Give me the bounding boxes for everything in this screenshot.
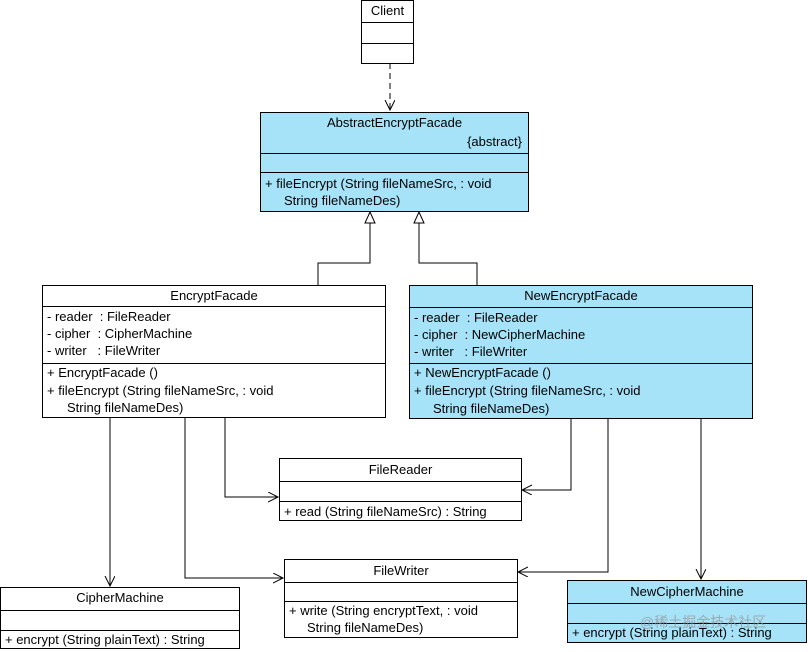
attribute-writer: - writer : FileWriter: [47, 343, 161, 358]
file-writer-class-box: FileWriter + write (String encryptText, …: [284, 559, 518, 638]
client-class-name: Client: [370, 3, 405, 18]
attribute-writer: - writer : FileWriter: [414, 344, 528, 359]
attribute-cipher: - cipher : NewCipherMachine: [414, 327, 586, 342]
encrypt-facade-generalization-line: [317, 223, 371, 286]
cipher-machine-class-box: CipherMachine + encrypt (String plainTex…: [0, 587, 240, 649]
operation-write-line2: String fileNameDes): [307, 620, 424, 635]
operation-file-encrypt-line1: + fileEncrypt (String fileNameSrc, : voi…: [47, 383, 274, 398]
cipher-machine-attributes-section: [1, 610, 239, 630]
new-encrypt-facade-generalization-line: [418, 223, 478, 286]
operation-file-encrypt-line1: + fileEncrypt (String fileNameSrc, : voi…: [414, 383, 641, 398]
abstract-encrypt-facade-operations-section: + fileEncrypt (String fileNameSrc, : voi…: [261, 172, 528, 212]
cipher-machine-class-name: CipherMachine: [76, 590, 164, 605]
new-encrypt-facade-class-name: NewEncryptFacade: [524, 288, 638, 303]
abstract-encrypt-facade-class-name: AbstractEncryptFacade: [326, 115, 463, 130]
operation-encrypt: + encrypt (String plainText) : String: [5, 632, 205, 647]
operation-file-encrypt-line2: String fileNameDes): [433, 401, 550, 416]
abstract-encrypt-facade-attributes-section: [261, 153, 528, 172]
watermark-text: @稀土掘金技术社区: [640, 614, 767, 630]
encrypt-facade-class-name: EncryptFacade: [170, 288, 258, 303]
attribute-cipher: - cipher : CipherMachine: [47, 326, 193, 341]
encrypt-facade-to-filereader-line: [224, 418, 278, 497]
file-reader-operations-section: + read (String fileNameSrc) : String: [280, 501, 521, 521]
client-class-box: Client: [361, 0, 414, 64]
operation-read: + read (String fileNameSrc) : String: [284, 504, 487, 519]
new-cipher-machine-operations-section: + encrypt (String plainText) : String: [568, 623, 806, 643]
file-writer-class-name: FileWriter: [373, 563, 429, 578]
operation-file-encrypt-line1: + fileEncrypt (String fileNameSrc, : voi…: [265, 176, 492, 191]
new-encrypt-facade-class-box: NewEncryptFacade - reader : FileReader -…: [409, 285, 753, 419]
file-writer-attributes-section: [285, 582, 517, 601]
new-encrypt-facade-generalization-arrowhead: [413, 210, 425, 224]
operation-constructor: + NewEncryptFacade (): [414, 365, 551, 380]
file-writer-operations-section: + write (String encryptText, : void Stri…: [285, 601, 517, 638]
new-cipher-machine-class-box: NewCipherMachine + encrypt (String plain…: [567, 580, 807, 643]
client-attributes-section: [362, 22, 413, 43]
new-cipher-machine-class-name: NewCipherMachine: [630, 584, 744, 599]
file-reader-class-box: FileReader + read (String fileNameSrc) :…: [279, 458, 522, 521]
encrypt-facade-class-box: EncryptFacade - reader : FileReader - ci…: [42, 285, 386, 418]
cipher-machine-operations-section: + encrypt (String plainText) : String: [1, 630, 239, 649]
abstract-stereotype-label: {abstract}: [467, 134, 522, 149]
operation-write-line1: + write (String encryptText, : void: [289, 603, 478, 618]
new-encrypt-facade-to-filewriter-line: [518, 419, 609, 572]
file-reader-attributes-section: [280, 481, 521, 501]
new-cipher-machine-attributes-section: [568, 603, 806, 623]
attribute-reader: - reader : FileReader: [47, 309, 171, 324]
new-encrypt-facade-operations-section: + NewEncryptFacade () + fileEncrypt (Str…: [410, 363, 752, 419]
encrypt-facade-generalization-arrowhead: [364, 210, 376, 224]
operation-encrypt: + encrypt (String plainText) : String: [572, 625, 772, 640]
encrypt-facade-to-filewriter-line: [184, 418, 283, 578]
attribute-reader: - reader : FileReader: [414, 310, 538, 325]
operation-file-encrypt-line2: String fileNameDes): [284, 193, 401, 208]
encrypt-facade-attributes-section: - reader : FileReader - cipher : CipherM…: [43, 306, 385, 363]
new-encrypt-facade-to-filereader-line: [522, 419, 572, 490]
abstract-encrypt-facade-class-box: AbstractEncryptFacade {abstract} + fileE…: [260, 112, 529, 212]
client-operations-section: [362, 43, 413, 64]
operation-constructor: + EncryptFacade (): [47, 365, 158, 380]
new-encrypt-facade-attributes-section: - reader : FileReader - cipher : NewCiph…: [410, 307, 752, 363]
file-reader-class-name: FileReader: [368, 462, 433, 477]
operation-file-encrypt-line2: String fileNameDes): [67, 400, 184, 415]
encrypt-facade-operations-section: + EncryptFacade () + fileEncrypt (String…: [43, 363, 385, 418]
